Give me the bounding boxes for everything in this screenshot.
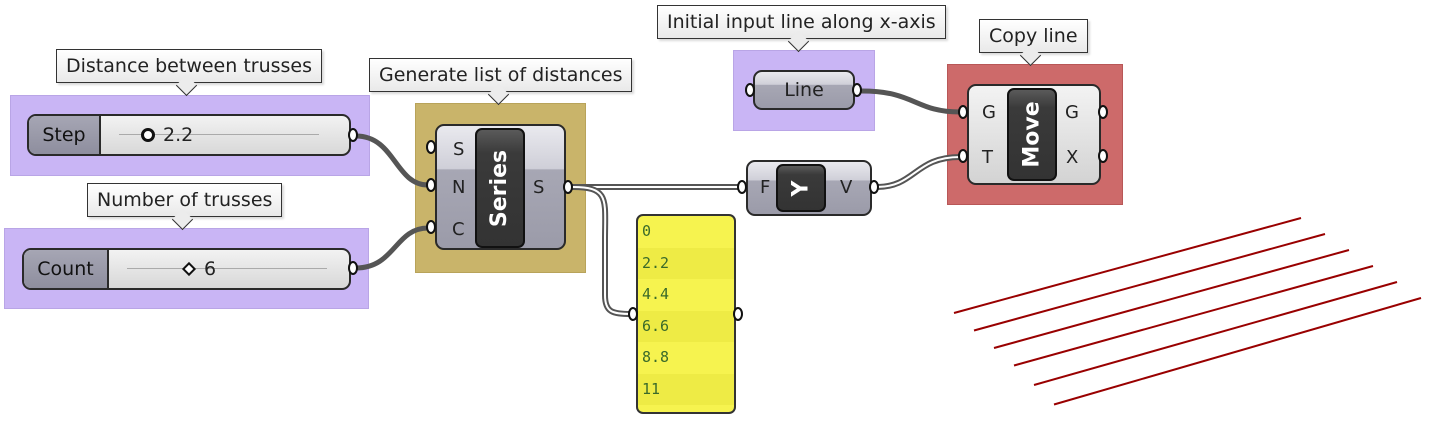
series-output-s: S xyxy=(533,177,545,198)
step-slider-label: Step xyxy=(29,116,101,154)
move-port-x-out[interactable] xyxy=(1098,149,1108,163)
tooltip-count: Number of trusses xyxy=(87,183,283,217)
value-panel[interactable]: 0 2.2 4.4 6.6 8.8 11 xyxy=(636,214,736,414)
step-slider-value: 2.2 xyxy=(163,124,194,146)
line-param[interactable]: Line xyxy=(753,70,855,110)
series-nickname[interactable]: Series xyxy=(475,128,525,248)
panel-row: 2.2 xyxy=(638,247,734,279)
series-input-c: C xyxy=(452,219,465,240)
preview-line xyxy=(993,249,1350,349)
tooltip-line: Initial input line along x-axis xyxy=(657,5,946,39)
move-nickname[interactable]: Move xyxy=(1007,88,1057,181)
tooltip-move: Copy line xyxy=(979,19,1088,53)
series-input-s: S xyxy=(453,139,465,160)
preview-line xyxy=(1033,281,1398,386)
move-input-g: G xyxy=(982,102,996,123)
count-slider[interactable]: Count 6 xyxy=(22,248,351,290)
count-output-port[interactable] xyxy=(348,261,358,275)
unit-y-output-v: V xyxy=(840,177,853,198)
series-port-n-in[interactable] xyxy=(426,178,436,192)
unit-y-input-f: F xyxy=(760,177,771,198)
line-output-port[interactable] xyxy=(852,83,862,97)
move-output-x: X xyxy=(1066,147,1079,168)
panel-input-port[interactable] xyxy=(628,307,638,321)
series-input-n: N xyxy=(452,177,466,198)
unit-y-icon[interactable]: Y xyxy=(776,164,826,212)
series-port-s-out[interactable] xyxy=(563,180,573,194)
tooltip-series: Generate list of distances xyxy=(369,58,633,92)
preview-lines xyxy=(953,217,1422,406)
line-input-port[interactable] xyxy=(745,83,755,97)
panel-output-port[interactable] xyxy=(733,307,743,321)
panel-row: 0 xyxy=(642,222,652,240)
slider-track[interactable] xyxy=(127,258,327,269)
panel-row: 6.6 xyxy=(638,310,734,342)
wire-line-to-g xyxy=(859,88,963,115)
move-output-g: G xyxy=(1065,102,1079,123)
panel-row: 4.4 xyxy=(642,285,670,303)
series-port-s-in[interactable] xyxy=(426,140,436,154)
slider-grip-circle-icon[interactable] xyxy=(141,128,155,142)
panel-row: 11 xyxy=(638,373,734,405)
step-output-port[interactable] xyxy=(348,128,358,142)
slider-track[interactable] xyxy=(119,124,319,135)
count-slider-value: 6 xyxy=(204,258,217,280)
move-port-t-in[interactable] xyxy=(958,149,968,163)
preview-line xyxy=(973,233,1326,332)
line-param-label: Line xyxy=(784,79,824,101)
count-slider-label: Count xyxy=(24,250,109,288)
preview-line xyxy=(1013,265,1374,367)
move-port-g-out[interactable] xyxy=(1098,105,1108,119)
step-slider[interactable]: Step 2.2 xyxy=(27,114,351,156)
unit-y-port-f-in[interactable] xyxy=(737,180,747,194)
panel-rows: 0 2.2 4.4 6.6 8.8 11 xyxy=(638,216,734,405)
preview-line xyxy=(953,217,1302,314)
series-port-c-in[interactable] xyxy=(426,220,436,234)
tooltip-distance: Distance between trusses xyxy=(56,49,323,83)
move-input-t: T xyxy=(982,147,993,168)
preview-line xyxy=(1053,297,1422,406)
panel-row: 8.8 xyxy=(642,348,670,366)
move-port-g-in[interactable] xyxy=(958,105,968,119)
unit-y-port-v-out[interactable] xyxy=(869,180,879,194)
